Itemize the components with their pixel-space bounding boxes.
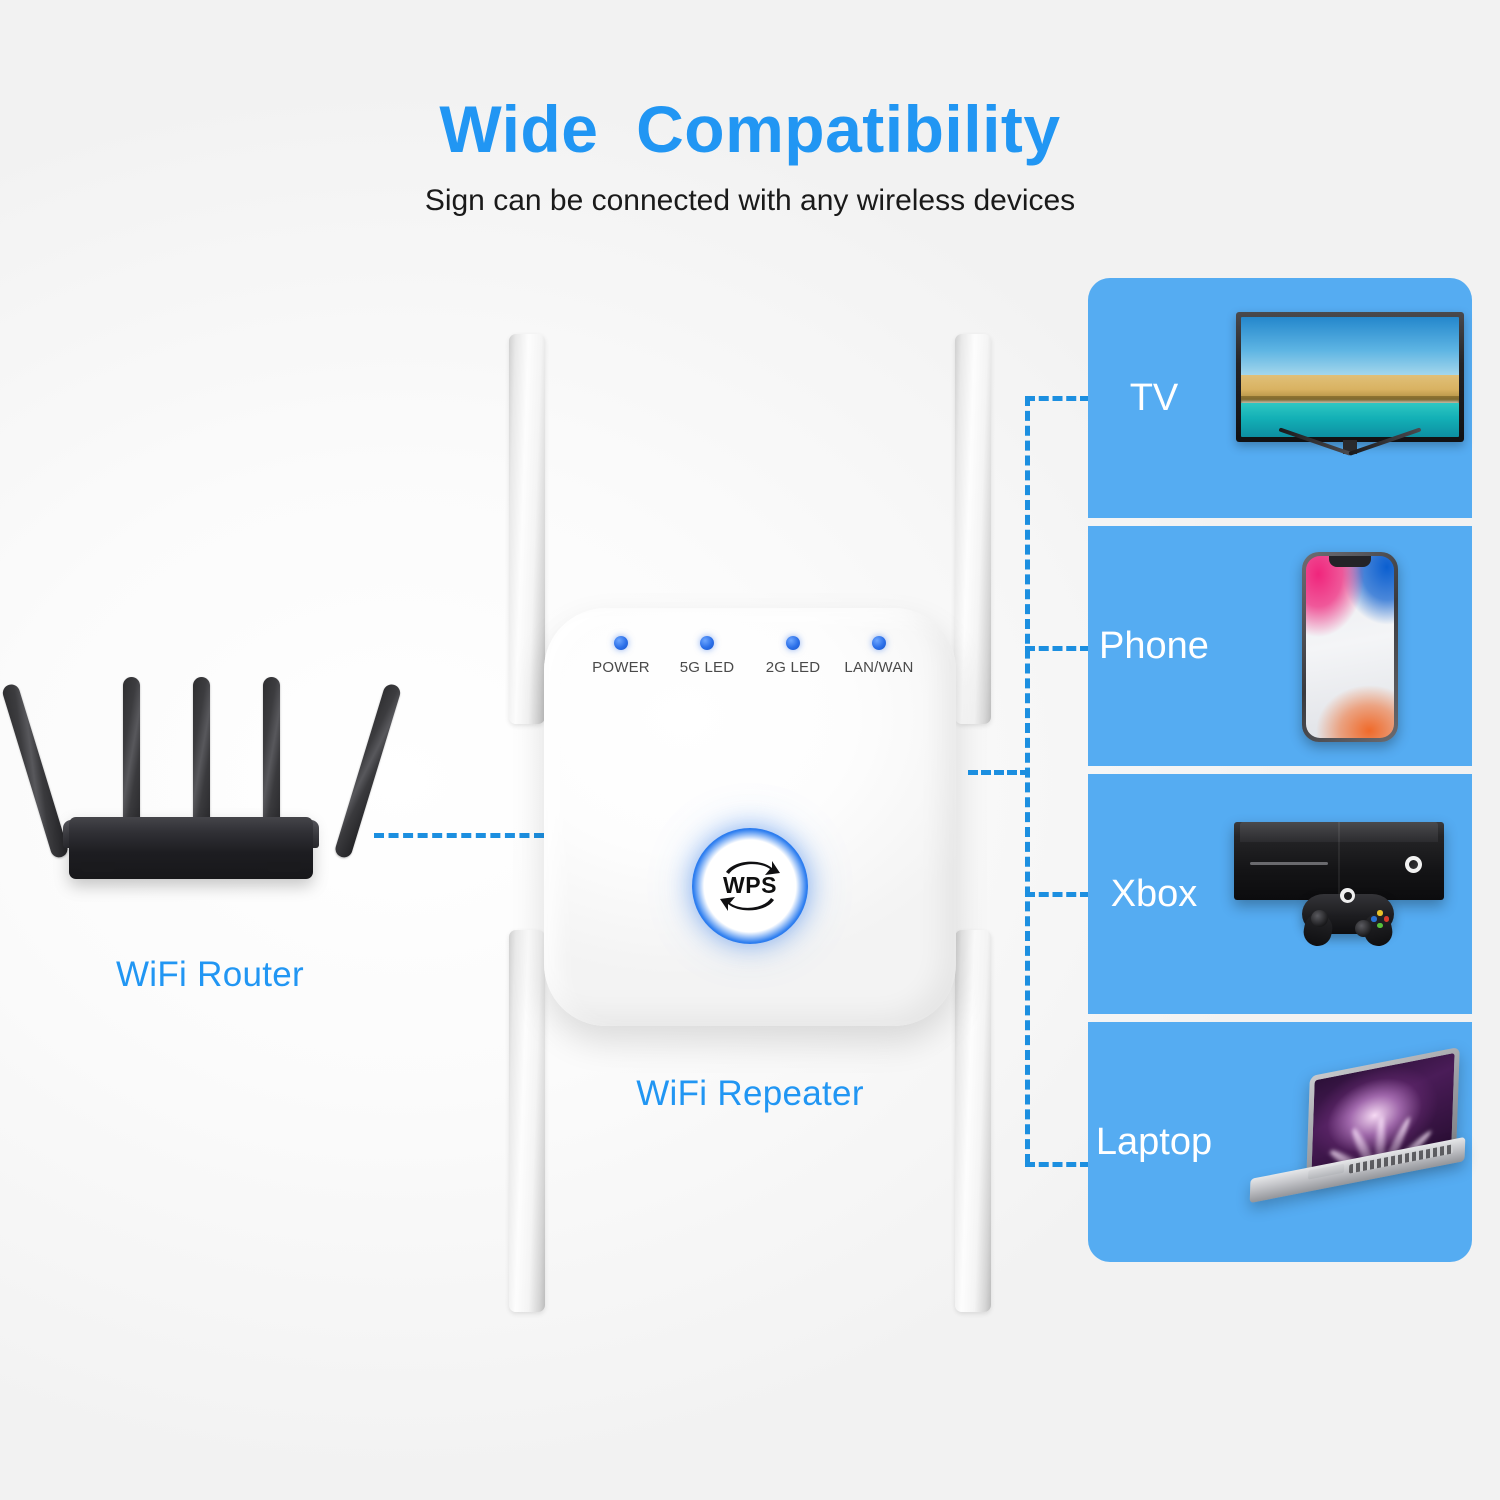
- device-label: Phone: [1099, 624, 1209, 667]
- router-antenna-1: [0, 682, 70, 860]
- connector-vertical-trunk: [1025, 396, 1030, 1164]
- game-console-icon: [1214, 774, 1472, 1014]
- led-label: LAN/WAN: [844, 659, 914, 676]
- device-panel-laptop[interactable]: Laptop: [1088, 1022, 1472, 1262]
- router-foot-left: [81, 862, 115, 872]
- connector-branch-phone: [1025, 646, 1090, 651]
- router-antenna-2: [123, 677, 140, 857]
- led-dot-icon: [786, 636, 800, 650]
- wps-button[interactable]: WPS: [692, 828, 808, 944]
- device-panel-xbox[interactable]: Xbox: [1088, 774, 1472, 1014]
- router-antenna-4: [263, 677, 280, 857]
- connector-branch-xbox: [1025, 892, 1090, 897]
- device-label: TV: [1129, 376, 1179, 419]
- wifi-repeater-label: WiFi Repeater: [636, 1074, 864, 1113]
- television-icon: [1214, 278, 1472, 518]
- wps-label: WPS: [723, 871, 777, 898]
- connector-branch-laptop: [1025, 1162, 1090, 1167]
- led-label: 5G LED: [679, 659, 735, 676]
- repeater-antenna-top-right: [955, 334, 991, 724]
- connector-router-to-repeater: [374, 833, 544, 838]
- refresh-arrows-icon: [720, 861, 780, 911]
- wifi-router-illustration: [0, 645, 403, 895]
- router-antenna-3: [193, 677, 210, 857]
- device-panel-tv[interactable]: TV: [1088, 278, 1472, 518]
- repeater-antenna-bottom-left: [509, 930, 545, 1312]
- led-dot-icon: [700, 636, 714, 650]
- led-indicator-5g: 5G LED: [664, 636, 750, 676]
- device-label: Xbox: [1110, 872, 1198, 915]
- led-dot-icon: [614, 636, 628, 650]
- smartphone-icon: [1214, 526, 1472, 766]
- device-panel-phone[interactable]: Phone: [1088, 526, 1472, 766]
- led-indicator-lan-wan: LAN/WAN: [836, 636, 922, 676]
- connector-repeater-trunk-stub: [968, 770, 1030, 775]
- router-foot-right: [267, 862, 301, 872]
- led-dot-icon: [872, 636, 886, 650]
- wifi-router-label: WiFi Router: [115, 955, 305, 994]
- led-indicator-2g: 2G LED: [750, 636, 836, 676]
- led-indicator-power: POWER: [578, 636, 664, 676]
- connector-branch-tv: [1025, 396, 1090, 401]
- laptop-icon: [1214, 1022, 1472, 1262]
- header: Wide Compatibility Sign can be connected…: [0, 0, 1500, 216]
- device-label: Laptop: [1095, 1120, 1213, 1163]
- device-panel-list: TV: [1088, 278, 1472, 1262]
- repeater-antenna-bottom-right: [955, 930, 991, 1312]
- wps-button-inner: WPS: [708, 844, 792, 928]
- led-indicator-row: POWER 5G LED 2G LED LAN/WAN: [544, 636, 956, 676]
- page-title: Wide Compatibility: [439, 92, 1061, 166]
- led-label: 2G LED: [765, 659, 821, 676]
- wifi-repeater-body: POWER 5G LED 2G LED LAN/WAN WPS: [544, 608, 956, 1026]
- led-label: POWER: [592, 659, 650, 676]
- page-subtitle: Sign can be connected with any wireless …: [424, 184, 1076, 217]
- repeater-antenna-top-left: [509, 334, 545, 724]
- router-body: [69, 817, 313, 879]
